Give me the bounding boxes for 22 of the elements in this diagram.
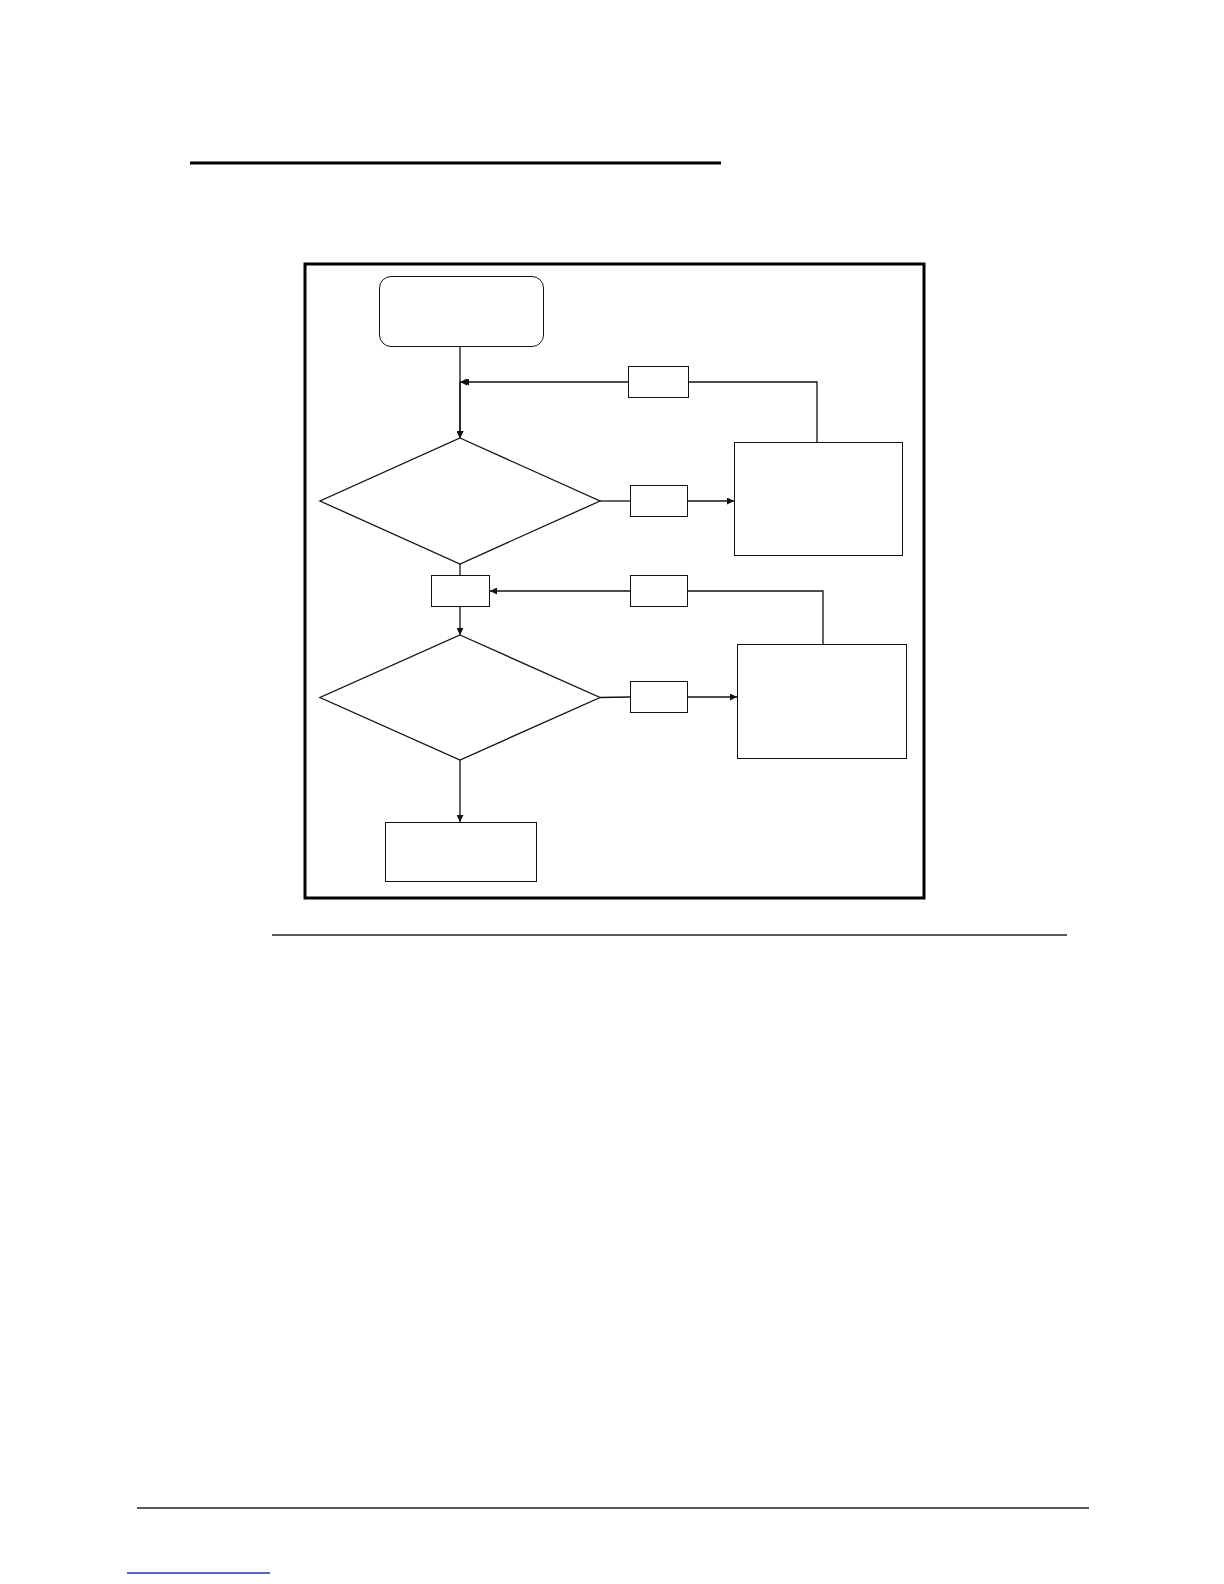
process-box	[431, 575, 490, 607]
arrow	[457, 379, 629, 439]
arrow	[456, 606, 464, 636]
arrow	[456, 759, 464, 823]
process-box	[379, 276, 544, 347]
process-box	[385, 822, 537, 882]
arrow	[687, 497, 735, 505]
connector-line	[459, 563, 461, 576]
process-box	[734, 442, 903, 556]
process-box	[737, 644, 907, 759]
arrow	[489, 587, 631, 595]
decision-diamond	[320, 438, 600, 564]
process-box	[630, 485, 688, 517]
process-box	[630, 575, 688, 607]
arrow	[687, 693, 738, 701]
connector-line	[599, 696, 631, 699]
connector-line	[688, 381, 818, 443]
connector-line	[599, 500, 631, 502]
connector-line	[687, 590, 824, 645]
decision-diamond	[320, 635, 600, 760]
process-box	[628, 366, 689, 398]
process-box	[630, 681, 688, 713]
